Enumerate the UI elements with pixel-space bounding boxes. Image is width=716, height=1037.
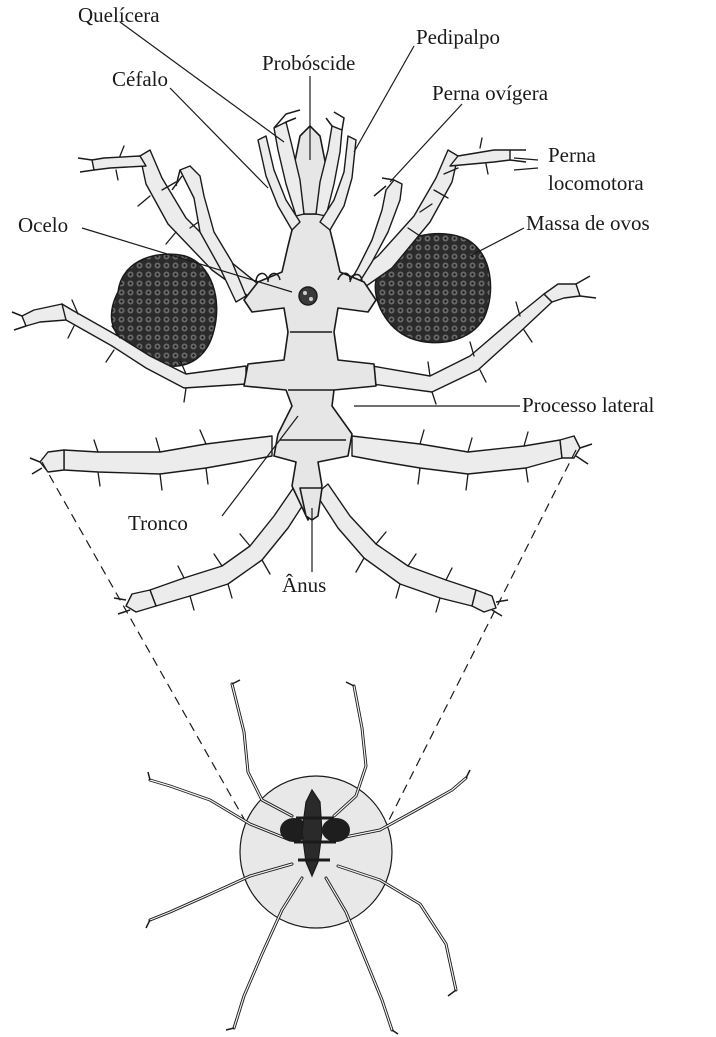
label-perna-ovigera: Perna ovígera [432, 81, 549, 105]
trunk-body [244, 214, 376, 520]
whole-animal [146, 680, 470, 1034]
label-cefalo: Céfalo [112, 67, 168, 91]
label-ocelo: Ocelo [18, 213, 68, 237]
ocelli-tubercle [299, 287, 317, 305]
leg-mid-lower-right [352, 430, 592, 490]
label-anus: Ânus [282, 573, 326, 597]
label-massa-de-ovos: Massa de ovos [526, 211, 650, 235]
label-tronco: Tronco [128, 511, 188, 535]
label-perna-locomotora-line1: Perna [548, 143, 596, 167]
label-perna-locomotora-line2: locomotora [548, 171, 644, 195]
enlarged-view [12, 110, 596, 616]
label-processo-lateral: Processo lateral [522, 393, 655, 417]
leg-lower-left [114, 484, 310, 614]
label-pedipalpo: Pedipalpo [416, 25, 500, 49]
anal-tubercle [300, 488, 322, 520]
leg-lower-right [316, 484, 508, 616]
label-quelicera: Quelícera [78, 3, 160, 27]
leg-mid-lower-left [30, 430, 272, 490]
label-proboscide: Probóscide [262, 51, 355, 75]
